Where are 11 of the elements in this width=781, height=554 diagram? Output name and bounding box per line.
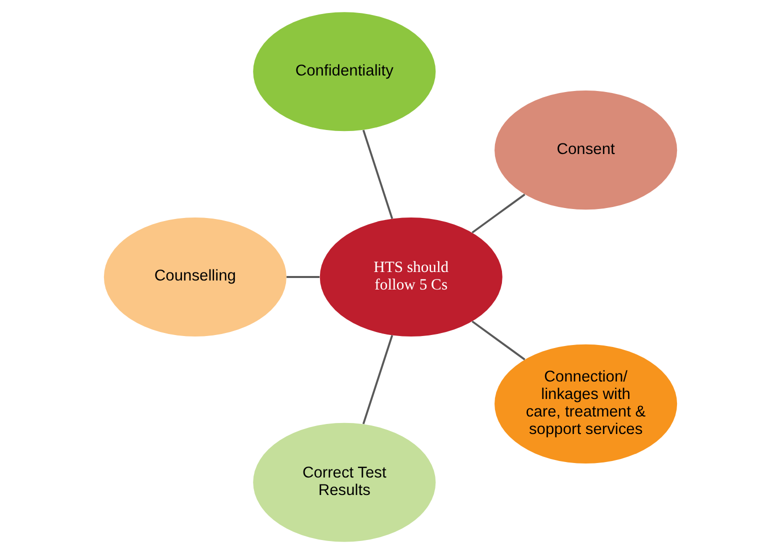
node-ellipse: Confidentiality	[253, 12, 436, 132]
connector	[362, 130, 394, 219]
connector	[362, 335, 394, 424]
node-ellipse: Consent	[494, 90, 678, 210]
connector	[472, 194, 526, 234]
node-ellipse: Counselling	[104, 217, 286, 337]
node-ellipse: HTS should follow 5 Cs	[320, 217, 502, 337]
connector	[472, 320, 526, 360]
node-ellipse: Correct Test Results	[253, 422, 436, 542]
connector	[286, 276, 320, 278]
node-ellipse: Connection/ linkages with care, treatment & sopport services	[494, 344, 678, 464]
